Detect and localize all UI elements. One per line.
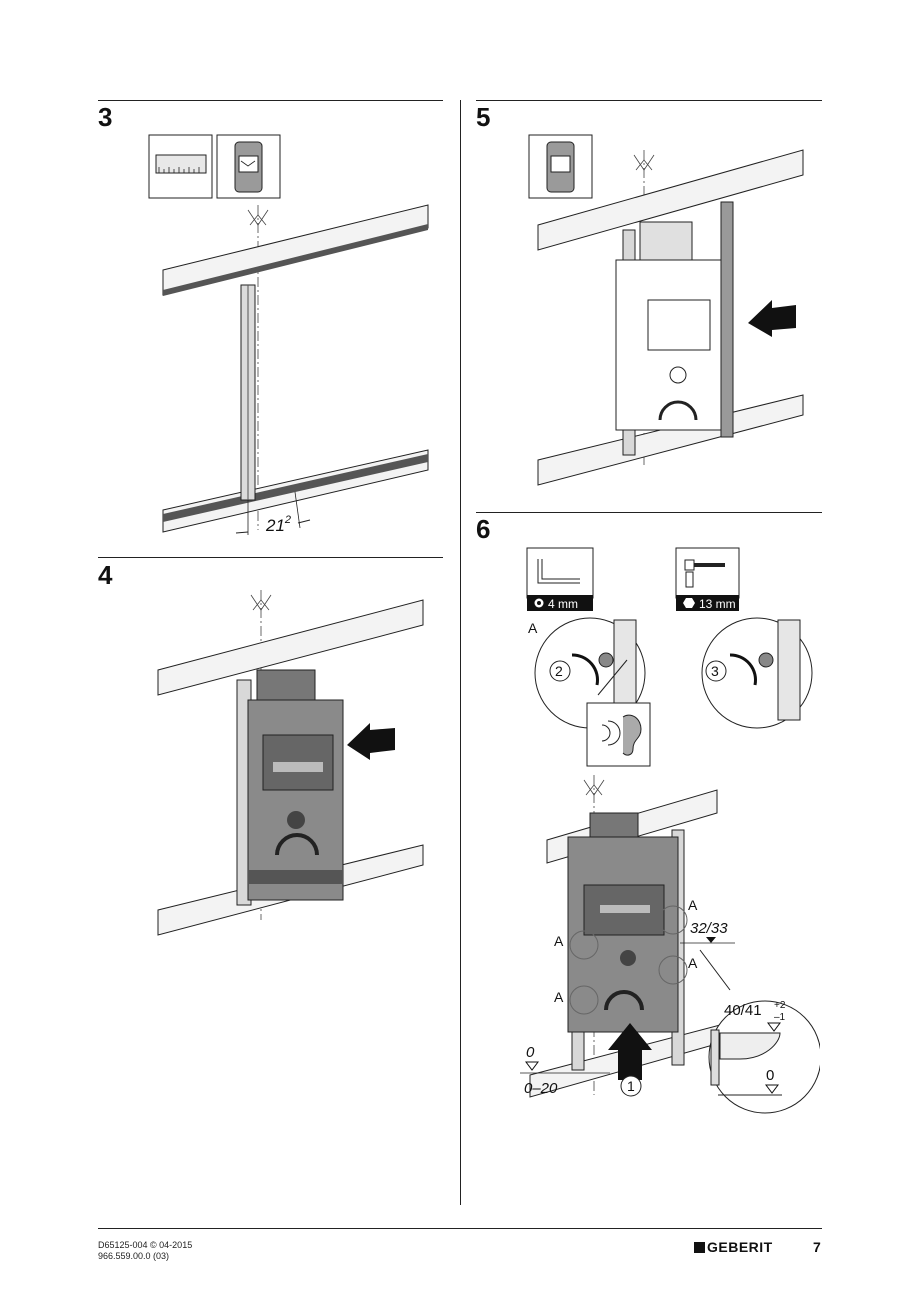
socket-size-label: 13 mm	[699, 597, 736, 611]
level-range: 0–20	[524, 1080, 558, 1097]
step-circle-2-label: 2	[555, 663, 563, 679]
ruler-icon	[148, 134, 213, 199]
rule-step-6	[476, 512, 822, 513]
dimension-21-2: 212	[265, 514, 291, 535]
step-4-illustration	[157, 590, 424, 936]
dimension-tolerance-minus: –1	[774, 1012, 786, 1023]
level-zero: 0	[526, 1044, 535, 1061]
callout-a-right-lower: A	[688, 955, 698, 971]
callout-circle-a-left-lower	[569, 985, 599, 1015]
callout-circle-a-right-upper	[658, 905, 688, 935]
detail-floor-zero: 0	[766, 1067, 774, 1084]
level-icon	[528, 134, 593, 199]
step-circle-3-label: 3	[711, 663, 719, 679]
hex-key-size-label: 4 mm	[548, 597, 578, 611]
callout-a-left-upper: A	[554, 933, 564, 949]
document-code: D65125-004 © 04-2015	[98, 1240, 193, 1250]
hex-key-icon	[526, 547, 594, 611]
step-5-illustration	[528, 134, 804, 486]
dimension-32-33: 32/33	[690, 920, 728, 937]
article-number: 966.559.00.0 (03)	[98, 1251, 170, 1261]
listen-icon	[586, 702, 651, 767]
rule-step-3	[98, 100, 443, 101]
step-6-illustration: A A A A 32/33 0 0–20 1 40/41 +2 –1 0	[520, 775, 820, 1114]
logo-text: GEBERIT	[707, 1239, 773, 1255]
step-number-6: 6	[476, 514, 491, 544]
column-divider	[460, 100, 461, 1205]
geberit-logo: GEBERIT	[694, 1239, 773, 1255]
rule-step-5	[476, 100, 822, 101]
step-circle-2	[549, 660, 571, 682]
step-number-4: 4	[98, 560, 113, 590]
step-number-5: 5	[476, 102, 491, 132]
level-icon	[216, 134, 281, 199]
document-reference: D65125-004 © 04-2015 966.559.00.0 (03)	[98, 1240, 192, 1262]
step-6-tools: 4 mm 13 mm A 2 3	[526, 547, 813, 767]
step-circle-3	[705, 660, 727, 682]
dimension-tolerance-plus: +2	[774, 1000, 786, 1011]
callout-a-right-upper: A	[688, 897, 698, 913]
footer-rule	[98, 1228, 822, 1229]
page-number: 7	[813, 1239, 821, 1255]
callout-a-left-lower: A	[554, 989, 564, 1005]
nut-icon	[683, 598, 695, 608]
step-circle-1	[620, 1075, 642, 1097]
height-detail-circle	[708, 1000, 820, 1114]
step-number-3: 3	[98, 102, 113, 132]
dimension-40-41: 40/41	[724, 1002, 762, 1019]
callout-a-top: A	[528, 620, 538, 636]
callout-circle-a-right-lower	[658, 955, 688, 985]
step-3-illustration: 212	[148, 134, 429, 535]
logo-square-icon	[694, 1242, 705, 1253]
rule-step-4	[98, 557, 443, 558]
callout-circle-a-left-upper	[569, 930, 599, 960]
step-circle-1-label: 1	[627, 1078, 635, 1094]
